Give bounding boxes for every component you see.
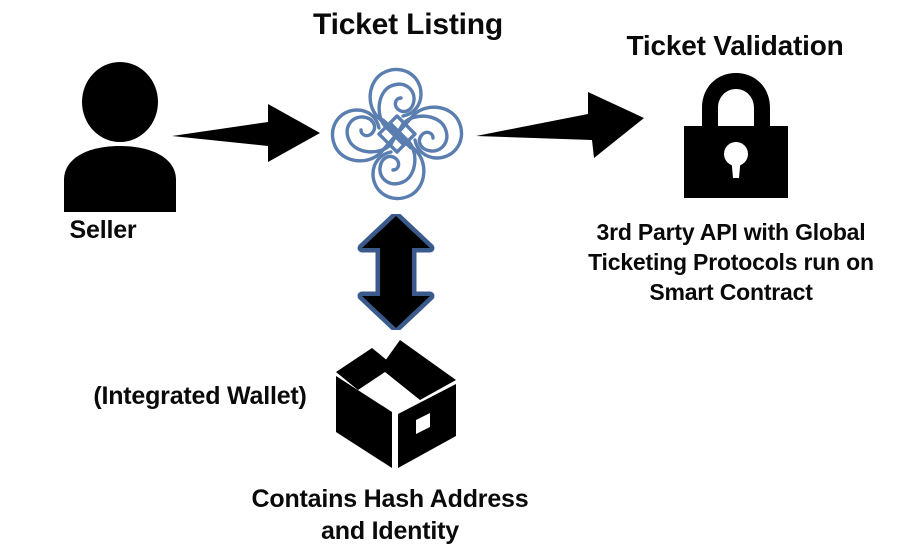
integrated-wallet-label: (Integrated Wallet) bbox=[93, 382, 307, 410]
box-caption: Contains Hash Address and Identity bbox=[251, 485, 529, 545]
celtic-knot-icon bbox=[321, 58, 473, 210]
package-box-icon bbox=[332, 332, 460, 472]
seller-label: Seller bbox=[69, 216, 137, 244]
arrow-listing-to-wallet bbox=[356, 214, 436, 330]
padlock-icon bbox=[672, 70, 800, 200]
person-icon bbox=[55, 62, 185, 212]
ticket-listing-title: Ticket Listing bbox=[312, 8, 504, 41]
api-caption: 3rd Party API with Global Ticketing Prot… bbox=[588, 219, 874, 305]
arrow-seller-to-listing bbox=[172, 100, 320, 168]
ticket-validation-title: Ticket Validation bbox=[626, 30, 844, 61]
arrow-listing-to-validation bbox=[476, 84, 644, 164]
